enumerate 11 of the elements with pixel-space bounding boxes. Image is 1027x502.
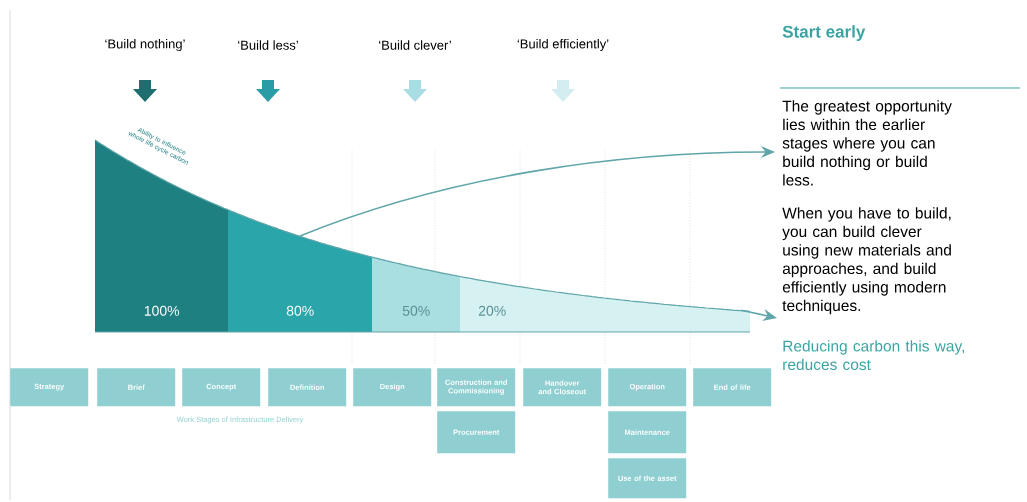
area-segment: 50%: [371, 256, 461, 333]
stage-heading: ‘Build nothing’: [105, 38, 185, 52]
heading: Start early: [782, 25, 866, 42]
stage-heading: ‘Build clever’: [379, 40, 451, 50]
paragraph: The greatest opportunity lies within the earlier stages where you can build nothing or build less.: [782, 100, 952, 186]
area-segment: 80%: [227, 209, 373, 333]
note: Reducing carbon this way, reduces cost: [783, 340, 964, 371]
paragraph: When you have to build, you can build clever using new materials and approaches, and build efficiently using modern techniques.: [782, 207, 951, 315]
area-segment: 20%: [459, 275, 751, 333]
stage-heading: ‘Build less’: [238, 40, 298, 50]
stage-heading: ‘Build efficiently’: [517, 38, 609, 52]
